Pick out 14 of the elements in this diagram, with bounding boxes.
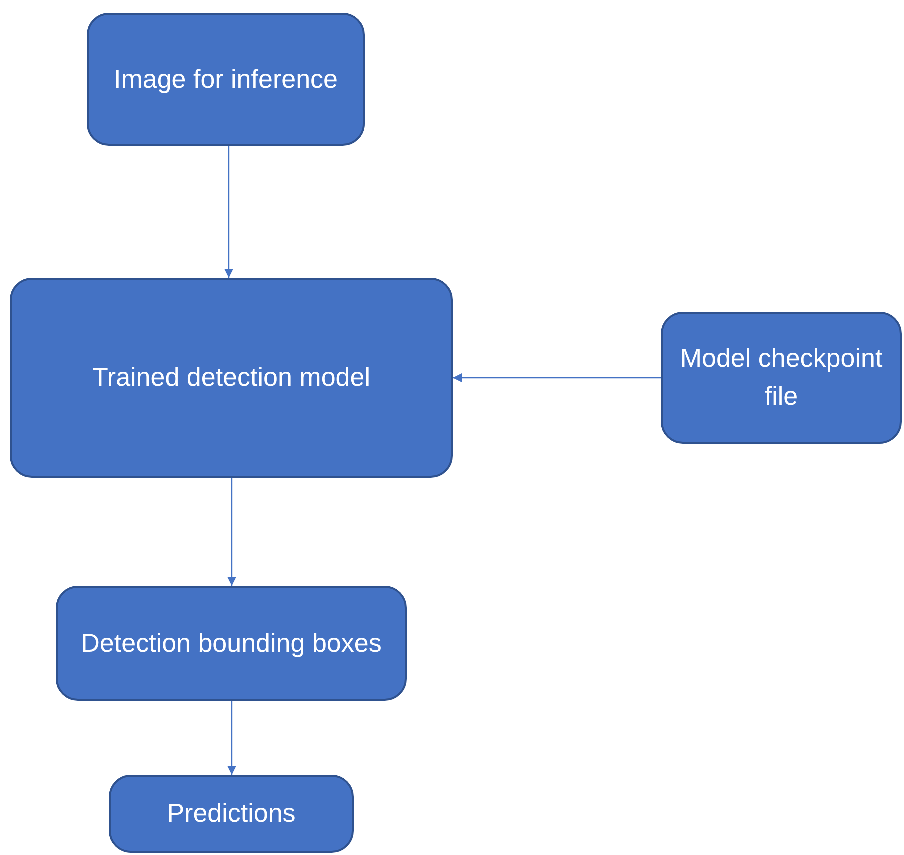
arrow [453,374,661,382]
box-label: Image for inference [114,62,338,96]
arrow [228,478,236,586]
process-box [87,13,365,146]
box-label: Detection bounding boxes [81,626,382,660]
arrow [224,146,234,278]
process-box [661,312,902,444]
process-box [109,775,354,853]
process-box [10,278,453,478]
box-label: Predictions [167,797,296,830]
arrow [228,701,236,775]
box-label: Model checkpoint file [679,342,884,413]
box-label: Trained detection model [92,361,370,394]
process-box [56,586,407,701]
